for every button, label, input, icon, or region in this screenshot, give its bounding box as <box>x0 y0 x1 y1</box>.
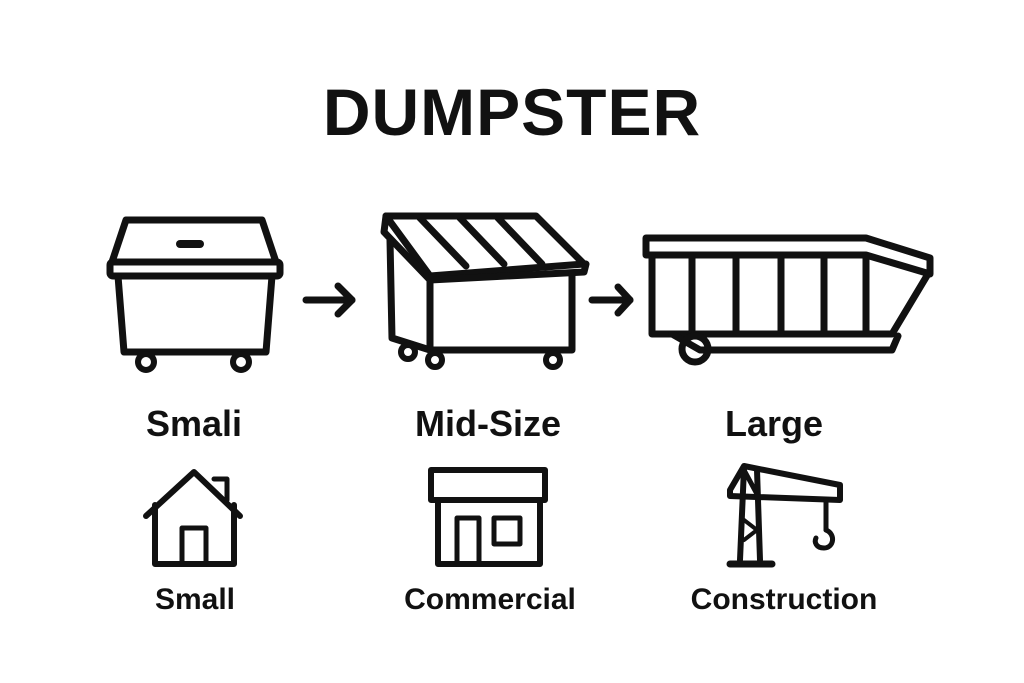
roll-off-dumpster-icon <box>642 234 934 366</box>
arrow-right-icon <box>302 282 356 318</box>
arrow-right-icon <box>588 283 634 317</box>
use-label-small: Small <box>154 583 236 616</box>
house-icon <box>143 469 243 567</box>
size-label-mid-size: Mid-Size <box>414 403 561 444</box>
mid-size-dumpster-icon <box>380 212 590 370</box>
storefront-icon <box>428 467 548 567</box>
use-label-commercial: Commercial <box>404 583 576 616</box>
page-title: DUMPSTER <box>322 75 702 149</box>
small-dumpster-icon <box>106 216 284 373</box>
size-label-small: Smali <box>145 403 243 444</box>
size-label-large: Large <box>724 403 824 444</box>
crane-icon <box>726 463 843 568</box>
use-label-construction: Construction <box>690 583 878 616</box>
